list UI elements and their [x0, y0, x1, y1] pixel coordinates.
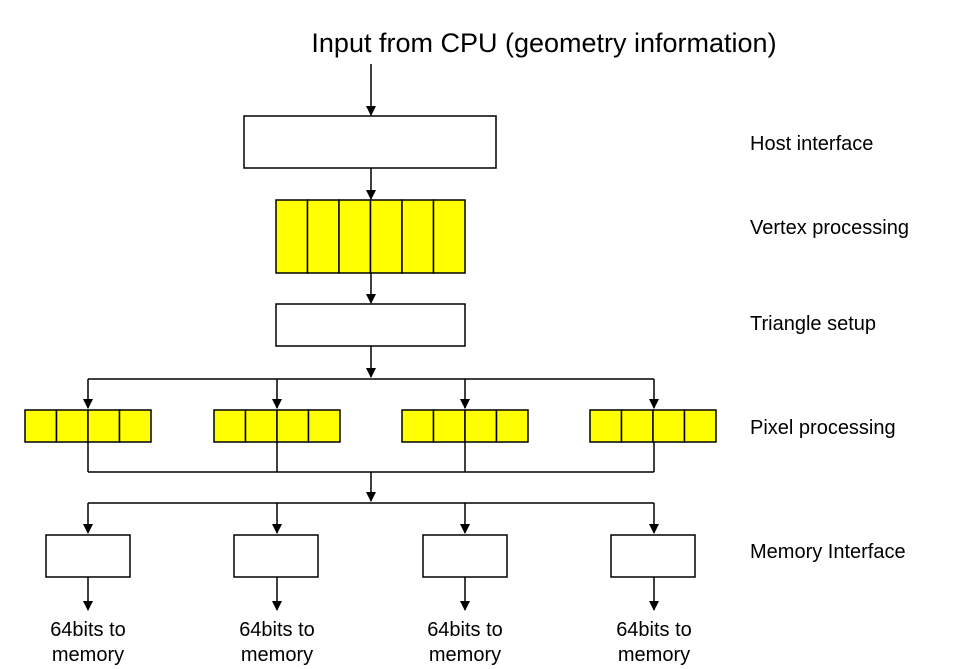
pixel-unit: [495, 409, 529, 443]
pixel-unit: [55, 409, 89, 443]
pixel-unit: [87, 409, 121, 443]
vertex-unit: [401, 199, 435, 274]
pixel-unit: [464, 409, 498, 443]
pixel-processing-groups: [24, 379, 717, 472]
output-label-line2: memory: [618, 644, 690, 666]
vertex-processing-label: Vertex processing: [750, 217, 909, 239]
pixel-unit: [24, 409, 58, 443]
pixel-processing-label: Pixel processing: [750, 417, 896, 439]
output-label-line1: 64bits to: [427, 619, 503, 641]
vertex-unit: [432, 199, 466, 274]
memory-output-labels: 64bits to memory 64bits to memory 64bits to m…: [50, 619, 692, 666]
vertex-unit: [338, 199, 372, 274]
triangle-setup-label: Triangle setup: [750, 313, 876, 335]
pixel-unit: [244, 409, 278, 443]
pixel-unit: [432, 409, 466, 443]
pixel-unit: [652, 409, 686, 443]
output-label-line1: 64bits to: [616, 619, 692, 641]
vertex-unit: [369, 199, 403, 274]
output-label-line1: 64bits to: [50, 619, 126, 641]
pixel-unit: [401, 409, 435, 443]
pixel-unit: [589, 409, 623, 443]
pixel-unit: [307, 409, 341, 443]
memory-interface-channels: [45, 503, 696, 611]
output-label-line2: memory: [429, 644, 501, 666]
pixel-unit: [276, 409, 310, 443]
memory-interface-box: [233, 534, 319, 578]
vertex-unit: [306, 199, 340, 274]
memory-interface-box: [45, 534, 131, 578]
host-interface-label: Host interface: [750, 133, 873, 155]
output-label-line1: 64bits to: [239, 619, 315, 641]
vertex-processing-units: [275, 199, 466, 274]
memory-interface-box: [422, 534, 508, 578]
host-interface-box: [243, 115, 497, 169]
pixel-unit: [683, 409, 717, 443]
pixel-unit: [620, 409, 654, 443]
vertex-unit: [275, 199, 309, 274]
triangle-setup-box: [275, 303, 466, 347]
memory-interface-label: Memory Interface: [750, 541, 906, 563]
memory-interface-box: [610, 534, 696, 578]
diagram-title: Input from CPU (geometry information): [311, 28, 776, 58]
output-label-line2: memory: [241, 644, 313, 666]
pixel-unit: [213, 409, 247, 443]
pixel-unit: [118, 409, 152, 443]
output-label-line2: memory: [52, 644, 124, 666]
